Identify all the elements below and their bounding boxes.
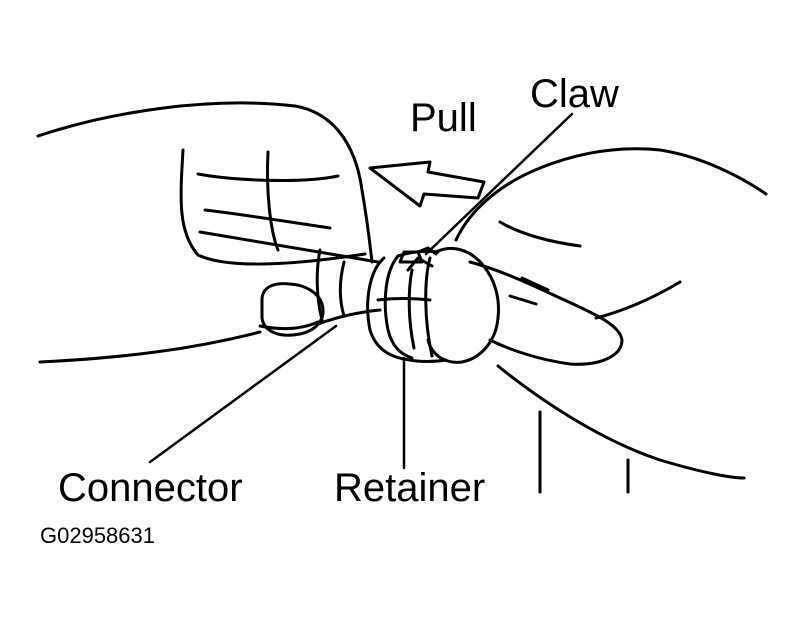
- retainer-label: Retainer: [334, 466, 486, 510]
- claw-leader-line: [424, 112, 574, 256]
- leader-lines: [148, 112, 574, 470]
- figure-id: G02958631: [40, 523, 155, 548]
- claw: [398, 246, 438, 272]
- connector-label: Connector: [58, 466, 243, 510]
- pull-label: Pull: [410, 96, 477, 140]
- connector-leader-line: [148, 324, 338, 464]
- right-hand: [426, 147, 768, 494]
- left-hand: [36, 101, 374, 364]
- claw-label: Claw: [530, 72, 619, 116]
- retainer: [366, 249, 448, 363]
- connector-tube: [198, 230, 382, 326]
- pull-arrow: [368, 160, 486, 208]
